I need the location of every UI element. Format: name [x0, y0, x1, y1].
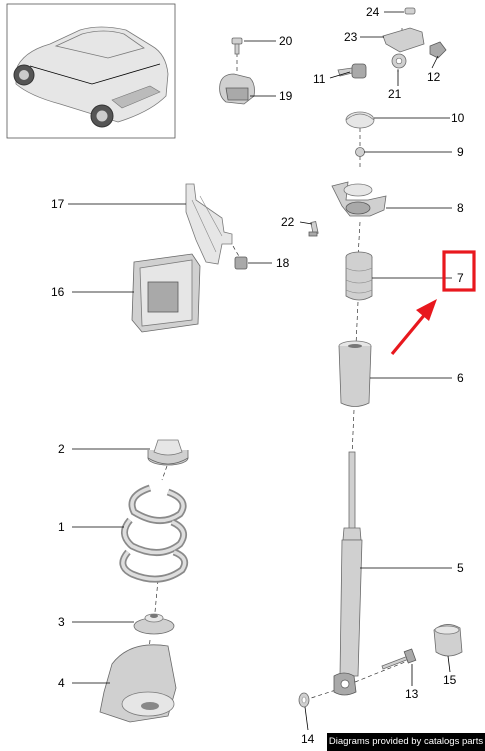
- callout-8[interactable]: 8: [457, 201, 464, 215]
- callout-13[interactable]: 13: [405, 687, 419, 701]
- part-15-clamp: [433, 624, 463, 657]
- callout-9[interactable]: 9: [457, 145, 464, 159]
- callout-11[interactable]: 11: [313, 72, 326, 86]
- callout-7[interactable]: 7: [457, 271, 464, 285]
- part-1-coil-spring: [119, 484, 189, 583]
- callout-1[interactable]: 1: [58, 520, 65, 534]
- part-22-bolt: [308, 221, 319, 237]
- callout-labels: 1 2 3 4 5 6 7 8 9 10 11 12 13 14 15 16 1…: [51, 5, 465, 746]
- part-13-bolt: [381, 648, 417, 670]
- part-20-screw: [231, 37, 243, 55]
- part-7-bump-stop: [345, 251, 373, 301]
- part-16-control-unit: [131, 253, 201, 333]
- part-23-bracket: [382, 27, 425, 53]
- callout-19[interactable]: 19: [279, 89, 293, 103]
- part-10-cap: [345, 111, 375, 129]
- footer-credit: Diagrams provided by catalogs parts: [327, 733, 485, 751]
- callout-15[interactable]: 15: [443, 673, 457, 687]
- callout-22[interactable]: 22: [281, 215, 295, 229]
- part-24-pin: [404, 7, 416, 15]
- callout-3[interactable]: 3: [58, 615, 65, 629]
- part-12-clip: [429, 41, 447, 59]
- part-9-nut: [355, 147, 365, 157]
- highlight-arrow-shaft: [390, 311, 428, 356]
- callout-6[interactable]: 6: [457, 371, 464, 385]
- vehicle-thumbnail: [6, 3, 176, 139]
- highlight-arrow-head: [416, 299, 437, 321]
- highlight-box: [442, 250, 476, 292]
- highlight-callout-7: [390, 250, 476, 356]
- callout-10[interactable]: 10: [451, 111, 465, 125]
- part-18-nut: [234, 256, 248, 270]
- part-17-bracket: [185, 183, 233, 265]
- car-illustration: [13, 26, 169, 128]
- part-2-spring-seat: [147, 439, 189, 466]
- callout-23[interactable]: 23: [344, 30, 358, 44]
- callout-5[interactable]: 5: [457, 561, 464, 575]
- part-3-spring-pad: [133, 613, 175, 635]
- part-19-sensor-bracket: [219, 73, 255, 105]
- part-21-nut: [391, 53, 407, 69]
- part-6-protective-tube: [338, 340, 372, 407]
- callout-2[interactable]: 2: [58, 442, 65, 456]
- part-8-top-mount: [331, 181, 387, 217]
- part-5-shock-absorber: [333, 451, 363, 696]
- callout-12[interactable]: 12: [427, 70, 441, 84]
- callout-24[interactable]: 24: [366, 5, 380, 19]
- callout-18[interactable]: 18: [276, 256, 290, 270]
- callout-21[interactable]: 21: [388, 87, 402, 101]
- callout-14[interactable]: 14: [301, 732, 315, 746]
- callout-16[interactable]: 16: [51, 285, 65, 299]
- callout-4[interactable]: 4: [58, 676, 65, 690]
- callout-20[interactable]: 20: [279, 34, 293, 48]
- part-4-spring-plate: [99, 644, 177, 723]
- part-14-washer: [298, 692, 310, 708]
- part-11-sensor: [337, 63, 367, 79]
- leader-lines: [68, 11, 452, 731]
- callout-17[interactable]: 17: [51, 197, 65, 211]
